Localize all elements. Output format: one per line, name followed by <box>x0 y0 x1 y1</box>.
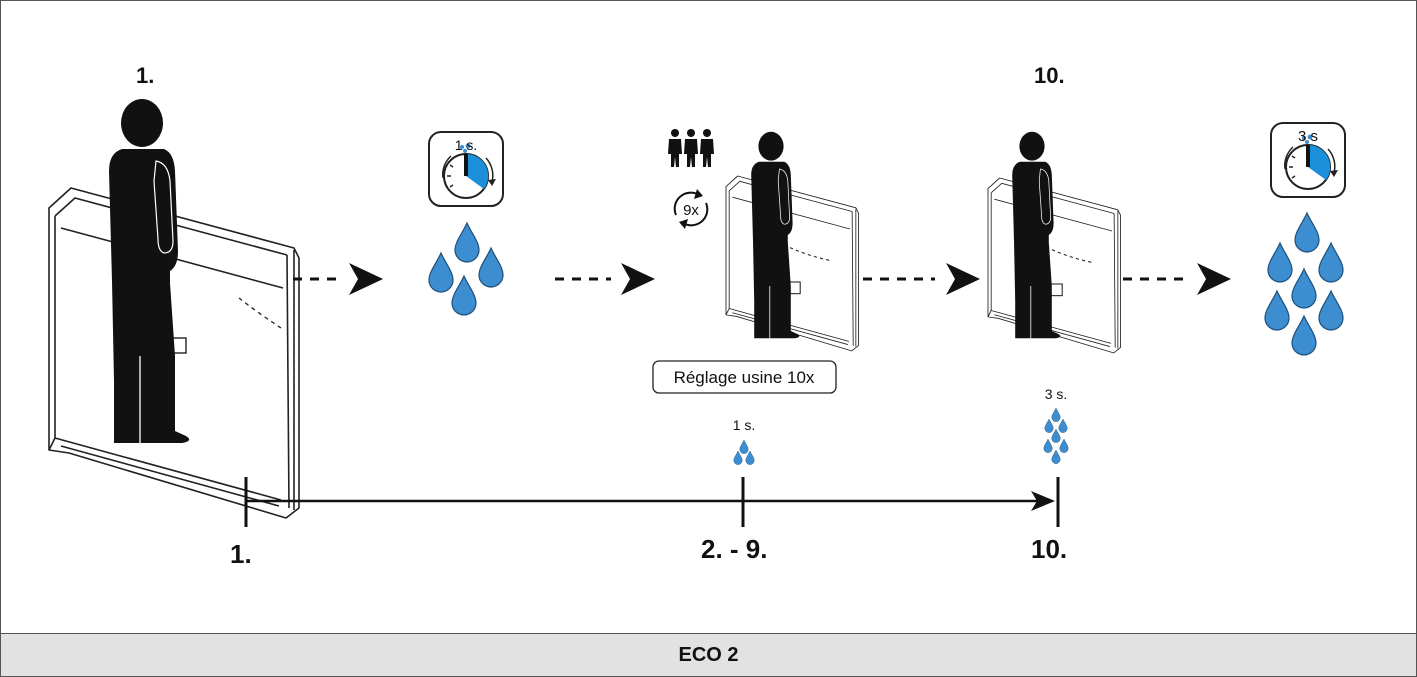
svg-text:Réglage usine 10x: Réglage usine 10x <box>674 368 815 387</box>
water-drop-icon <box>1043 407 1069 464</box>
arrow-icon <box>1123 263 1231 295</box>
repeat-icon: 9x <box>673 189 709 229</box>
group-icon <box>668 129 714 167</box>
stopwatch-icon: 3 s <box>1269 121 1347 199</box>
timeline-label-end: 10. <box>1031 534 1067 564</box>
timeline <box>244 477 1060 527</box>
water-drop-icon <box>734 440 754 465</box>
timer-label-long: 3 s <box>1298 128 1318 145</box>
stopwatch-icon: 1 s. <box>427 130 505 208</box>
urinal-icon <box>725 175 859 352</box>
timer-label-short: 1 s. <box>455 137 478 153</box>
arrow-icon <box>293 263 383 295</box>
caption-bar: ECO 2 <box>1 633 1416 676</box>
water-drop-icon <box>428 222 504 316</box>
arrow-icon <box>863 263 980 295</box>
factory-setting-label: Réglage usine 10x <box>652 360 837 394</box>
arrow-icon <box>555 263 655 295</box>
timeline-label-middle: 2. - 9. <box>701 534 767 564</box>
dose-label-short: 1 s. <box>733 417 756 433</box>
urinal-icon <box>987 177 1121 354</box>
dose-label-long: 3 s. <box>1045 386 1068 402</box>
water-drop-icon <box>1264 212 1344 356</box>
step-label-first: 1. <box>136 63 154 88</box>
step-label-last: 10. <box>1034 63 1065 88</box>
flush-sequence-diagram: 1. 1 s. 9x <box>48 63 1347 569</box>
timeline-label-start: 1. <box>230 539 252 569</box>
cycle-count: 9x <box>683 202 699 219</box>
